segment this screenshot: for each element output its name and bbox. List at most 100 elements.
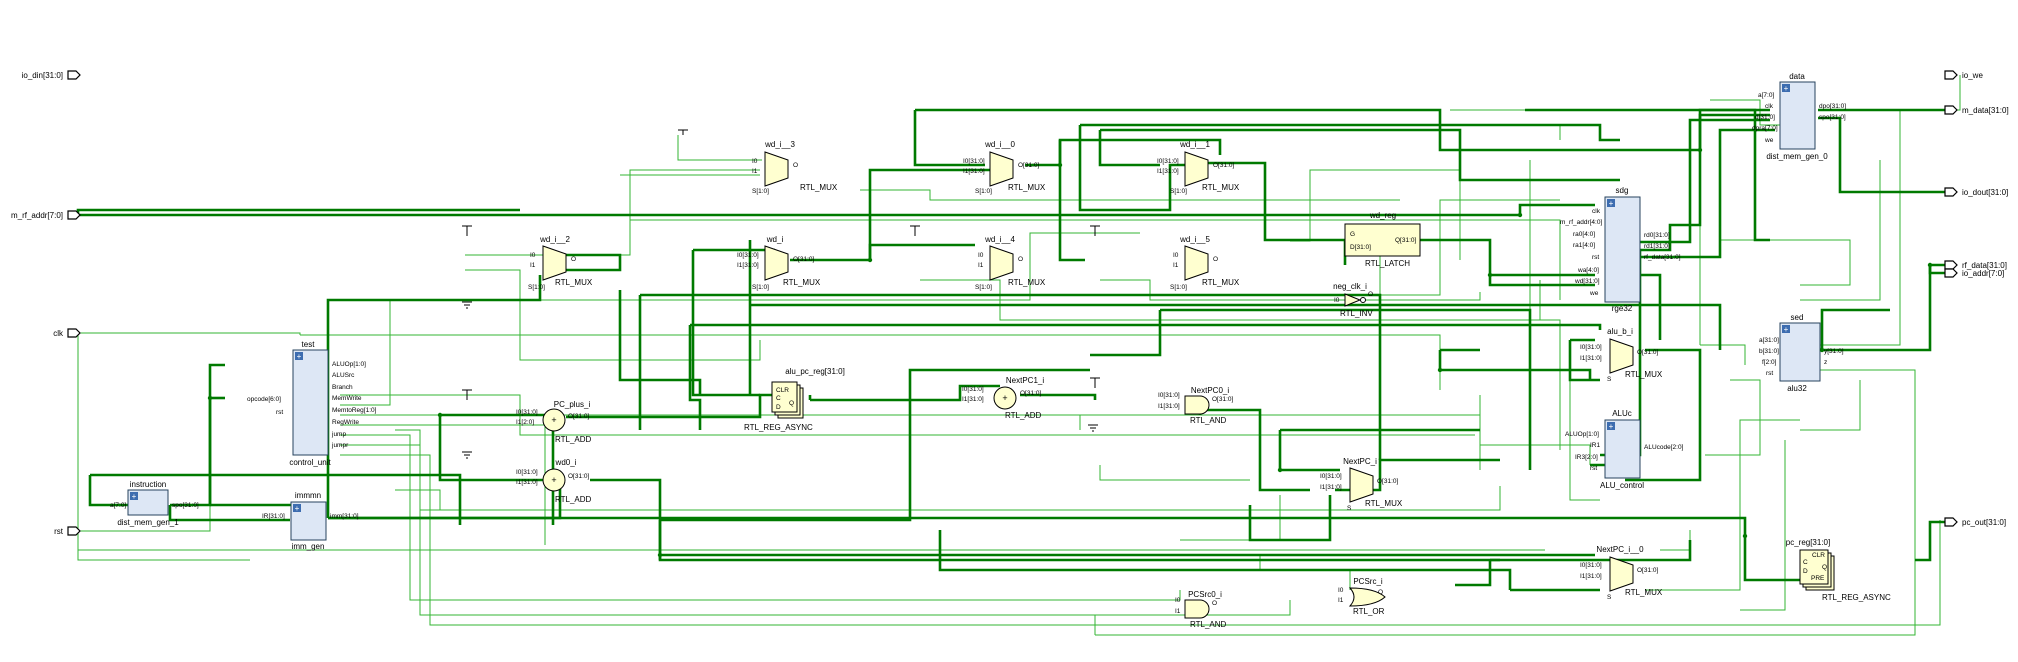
pin-label: S[1:0] xyxy=(752,284,769,291)
pin-label: O[31:0] xyxy=(1377,478,1399,485)
prim-type: RTL_INV xyxy=(1340,309,1373,318)
port-io_din-label: io_din[31:0] xyxy=(22,71,63,80)
block-instruction-type: dist_mem_gen_1 xyxy=(117,518,179,527)
port-pc_out[interactable]: pc_out[31:0] xyxy=(1944,517,2006,527)
prim-name: PCSrc0_i xyxy=(1188,590,1222,599)
pin-label: I1[31:0] xyxy=(1580,355,1602,362)
expand-icon[interactable] xyxy=(293,504,301,512)
pin-label: I1[31:0] xyxy=(1158,403,1180,410)
pin-label: I1[31:0] xyxy=(1320,484,1342,491)
block-sdg[interactable]: sdg + clk m_rf_addr[4:0] ra0[4:0] ra1[4:… xyxy=(1560,186,1681,313)
expand-icon[interactable] xyxy=(1607,422,1615,430)
block-sed[interactable]: sed + a[31:0] b[31:0] f[2:0] rst y[31:0]… xyxy=(1759,313,1844,393)
pin-label: Q xyxy=(1822,564,1827,571)
prim-type: RTL_MUX xyxy=(1008,278,1046,287)
prim-name: NextPC_i xyxy=(1343,457,1377,466)
pin-label: I0 xyxy=(1175,597,1181,604)
prim-name: wd0_i xyxy=(555,458,577,467)
pin-label: rf_data[31:0] xyxy=(1644,254,1681,261)
mux-wd_i_3[interactable]: wd_i__3 I0 I1 S[1:0] O RTL_MUX xyxy=(752,140,838,195)
pin-label: m_rf_addr[4:0] xyxy=(1560,219,1602,226)
port-rst[interactable]: rst xyxy=(54,526,81,536)
mux-wd_i[interactable]: wd_i I0[31:0] I1[31:0] S[1:0] O[31:0] RT… xyxy=(737,235,821,291)
prim-type: RTL_LATCH xyxy=(1365,259,1410,268)
pin-label: rst xyxy=(1766,370,1773,377)
tie-high-icon xyxy=(1090,225,1100,236)
pin-label: O[31:0] xyxy=(568,413,590,420)
port-io_dout[interactable]: io_dout[31:0] xyxy=(1944,187,2008,197)
pin-label: rst xyxy=(1590,465,1597,472)
expand-icon[interactable] xyxy=(295,352,303,360)
expand-icon[interactable] xyxy=(1782,325,1790,333)
block-data[interactable]: data + a[7:0] clk d[31:0] dpra[7:0] we d… xyxy=(1752,72,1846,161)
pin-label: S[1:0] xyxy=(1170,188,1187,195)
port-clk[interactable]: clk xyxy=(53,328,81,338)
pin-label: O xyxy=(1368,291,1373,298)
mux-wd_i_5[interactable]: wd_i__5 I0 I1 S[1:0] O RTL_MUX xyxy=(1170,235,1240,291)
expand-icon[interactable] xyxy=(1782,84,1790,92)
prim-name: wd_i__4 xyxy=(984,235,1015,244)
pin-label: I0[31:0] xyxy=(963,158,985,165)
pin-label: we xyxy=(1589,290,1599,297)
pin-label: O[31:0] xyxy=(568,473,590,480)
mux-nextpc[interactable]: NextPC_i I0[31:0] I1[31:0] S O[31:0] RTL… xyxy=(1320,457,1403,512)
block-immmn[interactable]: immmn + IR[31:0] imm[31:0] imm_gen xyxy=(262,491,359,551)
and-pcsrc0[interactable]: PCSrc0_i I0 I1 O RTL_AND xyxy=(1175,590,1227,629)
svg-text:+: + xyxy=(1609,199,1614,208)
reg-alu_pc_reg[interactable]: alu_pc_reg[31:0] CLR C D Q RTL_REG_ASYNC xyxy=(744,367,845,432)
pin-label: IR1 xyxy=(1590,442,1601,449)
mux-nextpc0[interactable]: NextPC_i__0 I0[31:0] I1[31:0] S O[31:0] … xyxy=(1580,545,1663,601)
prim-name: wd_i__5 xyxy=(1179,235,1210,244)
pin-label: I0[31:0] xyxy=(1580,344,1602,351)
pin-label: clk xyxy=(1592,208,1601,215)
port-io_din[interactable]: io_din[31:0] xyxy=(22,70,81,80)
port-m_data[interactable]: m_data[31:0] xyxy=(1944,105,2009,115)
pin-label: O[31:0] xyxy=(1018,162,1040,169)
or-pcsrc[interactable]: PCSrc_i I0 I1 O RTL_OR xyxy=(1338,577,1386,616)
block-immmn-type: imm_gen xyxy=(292,542,325,551)
pin-label: Branch xyxy=(332,384,353,391)
pin-label: I0 xyxy=(1334,297,1340,304)
mux-wd_i_0[interactable]: wd_i__0 I0[31:0] I1[31:0] S[1:0] O[31:0]… xyxy=(963,140,1046,195)
port-io_we[interactable]: io_we xyxy=(1944,70,1983,80)
prim-name: wd_i__2 xyxy=(539,235,570,244)
block-instruction[interactable]: instruction + a[7:0] spo[31:0] dist_mem_… xyxy=(110,480,199,527)
port-io_addr[interactable]: io_addr[7:0] xyxy=(1944,268,2004,278)
adder-nextpc1[interactable]: NextPC1_i + I0[31:0] I1[31:0] O[31:0] RT… xyxy=(962,376,1044,420)
pin-label: O xyxy=(793,162,798,169)
port-rst-label: rst xyxy=(54,527,64,536)
mux-wd_i_2[interactable]: wd_i__2 I0 I1 S[1:0] O RTL_MUX xyxy=(528,235,593,291)
pin-label: S[1:0] xyxy=(528,284,545,291)
pin-label: C xyxy=(1803,559,1808,566)
prim-type: RTL_MUX xyxy=(555,278,593,287)
latch-wd_reg[interactable]: wd_reg G D[31:0] Q[31:0] RTL_LATCH xyxy=(1344,211,1421,268)
mux-alu_b[interactable]: alu_b_i I0[31:0] I1[31:0] S O[31:0] RTL_… xyxy=(1580,327,1663,383)
mux-wd_i_1[interactable]: wd_i__1 I0[31:0] I1[31:0] S[1:0] O[31:0]… xyxy=(1157,140,1240,195)
pin-label: I0[31:0] xyxy=(1158,392,1180,399)
pin-label: I0[31:0] xyxy=(516,409,538,416)
tie-high-icon xyxy=(462,389,472,400)
adder-pc_plus[interactable]: PC_plus_i + I0[31:0] I1[2:0] O[31:0] RTL… xyxy=(516,400,592,444)
expand-icon[interactable] xyxy=(130,492,138,500)
pin-label: I0[31:0] xyxy=(737,252,759,259)
reg-pc_reg[interactable]: pc_reg[31:0] CLR C D PRE Q RTL_REG_ASYNC xyxy=(1786,538,1891,602)
pin-label: D[31:0] xyxy=(1350,244,1371,251)
pin-label: z xyxy=(1824,359,1827,366)
port-m_rf_addr[interactable]: m_rf_addr[7:0] xyxy=(11,210,81,220)
prim-type: RTL_MUX xyxy=(800,183,838,192)
pin-label: rst xyxy=(276,409,283,416)
block-aluc[interactable]: ALUc + ALUOp[1:0] IR1 IR3[2:0] rst ALUco… xyxy=(1565,409,1684,490)
block-test[interactable]: test + opcode[6:0] rst ALUOp[1:0] ALUSrc… xyxy=(247,340,377,467)
mux-wd_i_4[interactable]: wd_i__4 I0 I1 S[1:0] O RTL_MUX xyxy=(975,235,1046,291)
prim-type: RTL_MUX xyxy=(1202,278,1240,287)
adder-wd0[interactable]: wd0_i + I0[31:0] I1[31:0] O[31:0] RTL_AD… xyxy=(516,458,592,504)
inv-neg_clk[interactable]: neg_clk_i I0 O RTL_INV xyxy=(1333,282,1373,318)
pin-label: O[31:0] xyxy=(1212,396,1234,403)
svg-text:+: + xyxy=(551,415,556,425)
expand-icon[interactable] xyxy=(1607,199,1615,207)
and-nextpc0[interactable]: NextPC0_i I0[31:0] I1[31:0] O[31:0] RTL_… xyxy=(1158,386,1234,425)
pin-label: I1 xyxy=(1338,597,1344,604)
port-rf_data[interactable]: rf_data[31:0] xyxy=(1944,260,2007,270)
prim-name: NextPC1_i xyxy=(1006,376,1044,385)
